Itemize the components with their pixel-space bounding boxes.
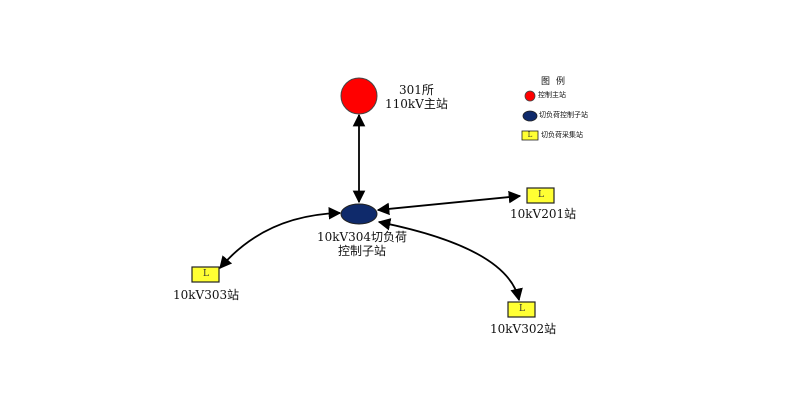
- station-201-label: 10kV201站: [510, 207, 577, 221]
- yellow-box-icon: [521, 130, 539, 141]
- main-station-node: [340, 77, 378, 115]
- legend-item-control-substation: 切负荷控制子站: [539, 111, 588, 119]
- legend-title: 图例: [541, 77, 572, 87]
- station-302-letter: L: [519, 304, 525, 314]
- station-303-label: 10kV303站: [173, 288, 240, 302]
- main-station-label: 301所 110kV主站: [385, 83, 448, 112]
- edge-control-303: [219, 207, 342, 269]
- station-303-letter: L: [203, 269, 209, 279]
- station-302-node: [507, 301, 536, 318]
- control-substation-label: 10kV304切负荷 控制子站: [316, 230, 408, 259]
- station-303-node: [191, 266, 220, 283]
- control-substation-node: [340, 203, 378, 225]
- edge-control-302: [377, 218, 523, 302]
- legend-item-load-station: 切负荷采集站: [541, 131, 583, 139]
- edge-control-201: [376, 190, 522, 216]
- station-201-letter: L: [538, 190, 544, 200]
- navy-ellipse-icon: [522, 110, 538, 122]
- station-302-label: 10kV302站: [490, 322, 557, 336]
- legend-box-letter: L: [527, 131, 533, 139]
- legend-item-main-station: 控制主站: [538, 91, 566, 99]
- red-circle-icon: [524, 90, 536, 102]
- station-201-node: [526, 187, 555, 204]
